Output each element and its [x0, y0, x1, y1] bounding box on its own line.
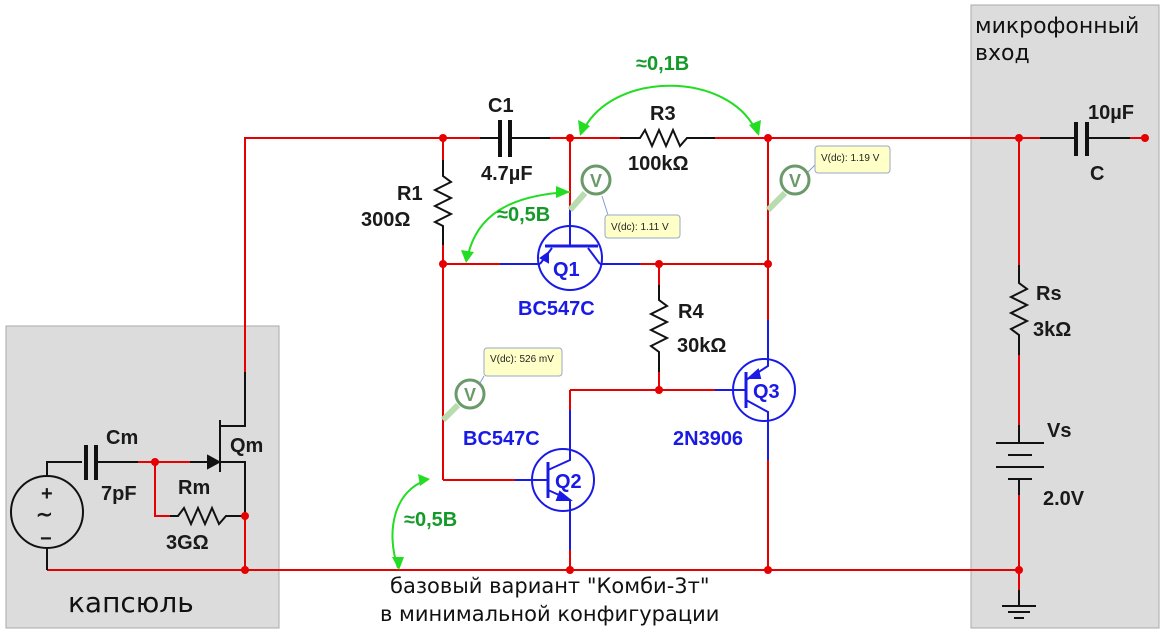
rm-name: Rm	[178, 477, 210, 499]
q3-name: Q3	[753, 381, 780, 403]
q1-model: BC547C	[518, 298, 595, 320]
rs-name: Rs	[1036, 283, 1062, 305]
transistors	[500, 210, 796, 550]
q3-model: 2N3906	[673, 428, 743, 450]
vs-value: 2.0V	[1043, 488, 1085, 510]
source-minus: −	[40, 528, 52, 550]
vs-name: Vs	[1047, 420, 1071, 442]
caption-line-2: в минимальной конфигурации	[380, 602, 719, 626]
r4-value: 30kΩ	[677, 335, 726, 357]
r3-value: 100kΩ	[628, 153, 689, 175]
probe-1-reading: V(dc): 1.11 V	[611, 222, 669, 233]
c1-name: C1	[488, 95, 514, 117]
mic-input-region	[970, 4, 1160, 629]
q1-name: Q1	[553, 259, 580, 281]
r4-name: R4	[678, 301, 704, 323]
annotation-arrows	[391, 84, 758, 569]
wires	[47, 137, 1145, 590]
probe-3[interactable]: V V(dc): 526 mV	[440, 347, 563, 423]
annotation-q2-voltage: ≈0,5В	[404, 509, 457, 531]
components	[10, 120, 1130, 619]
probe-1-symbol: V	[590, 171, 602, 191]
mic-input-label-2: вход	[975, 41, 1030, 66]
probe-1[interactable]: V V(dc): 1.11 V	[567, 164, 681, 239]
rs-value: 3kΩ	[1033, 319, 1071, 341]
c-name: C	[1090, 163, 1104, 185]
probe-3-symbol: V	[464, 385, 476, 405]
cm-name: Cm	[106, 427, 138, 449]
q2-model: BC547C	[463, 428, 540, 450]
q2-name: Q2	[555, 471, 582, 493]
source-wave-icon: ∼	[36, 504, 53, 526]
probe-3-reading: V(dc): 526 mV	[490, 354, 554, 365]
capsule-label: капсюль	[68, 586, 194, 619]
qm-name: Qm	[230, 435, 263, 457]
probe-2-symbol: V	[789, 171, 801, 191]
annotation-r3-voltage: ≈0,1В	[636, 53, 689, 75]
r3-name: R3	[650, 103, 676, 125]
r1-name: R1	[397, 183, 423, 205]
cm-value: 7pF	[101, 483, 137, 505]
caption-line-1: базовый вариант "Комби-3т"	[390, 574, 710, 598]
rm-value: 3GΩ	[166, 532, 209, 554]
mic-input-label-1: микрофонный	[975, 14, 1139, 39]
probe-2-reading: V(dc): 1.19 V	[821, 153, 880, 164]
c1-value: 4.7µF	[481, 163, 533, 185]
c-value: 10µF	[1088, 102, 1134, 124]
r1-value: 300Ω	[361, 209, 410, 231]
source-plus: +	[41, 483, 53, 505]
probe-2[interactable]: V V(dc): 1.19 V	[765, 145, 891, 213]
junctions	[151, 134, 1149, 574]
annotation-q1-voltage: ≈0,5В	[497, 204, 550, 226]
